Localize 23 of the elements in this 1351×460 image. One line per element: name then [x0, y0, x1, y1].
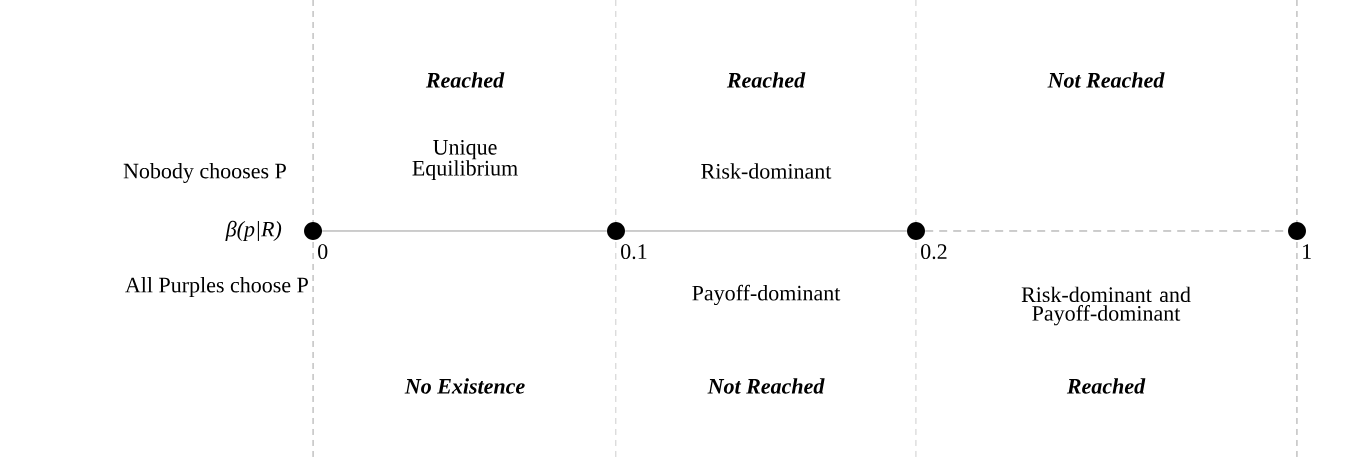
text-label: Risk-dominant [701, 163, 832, 179]
text-label: All Purples choose P [125, 277, 308, 297]
tick-label: 0.1 [621, 244, 647, 260]
tick-label: 1 [1303, 244, 1311, 259]
text-label: Risk-dominant and Payoff-dominant [1021, 286, 1191, 326]
text-label: No Existence [404, 378, 525, 394]
point-marker [907, 222, 925, 240]
text-label: Payoff-dominant [692, 284, 841, 306]
point-marker [607, 222, 625, 240]
line-segment [625, 230, 907, 232]
text-label: Reached [425, 72, 505, 88]
tick-label: 0.2 [921, 244, 947, 260]
text-label: Reached [726, 72, 806, 88]
point-marker [1288, 222, 1306, 240]
line-segment [322, 230, 607, 232]
text-label: Not Reached [1047, 72, 1165, 88]
text-label: Unique Equilibrium [412, 139, 518, 181]
tick-label: 0 [318, 244, 328, 260]
text-label: β(p|R) [225, 220, 282, 242]
text-label: Not Reached [707, 378, 825, 394]
text-label: Reached [1066, 378, 1146, 394]
point-marker [304, 222, 322, 240]
text-label: Nobody chooses P [123, 163, 286, 183]
